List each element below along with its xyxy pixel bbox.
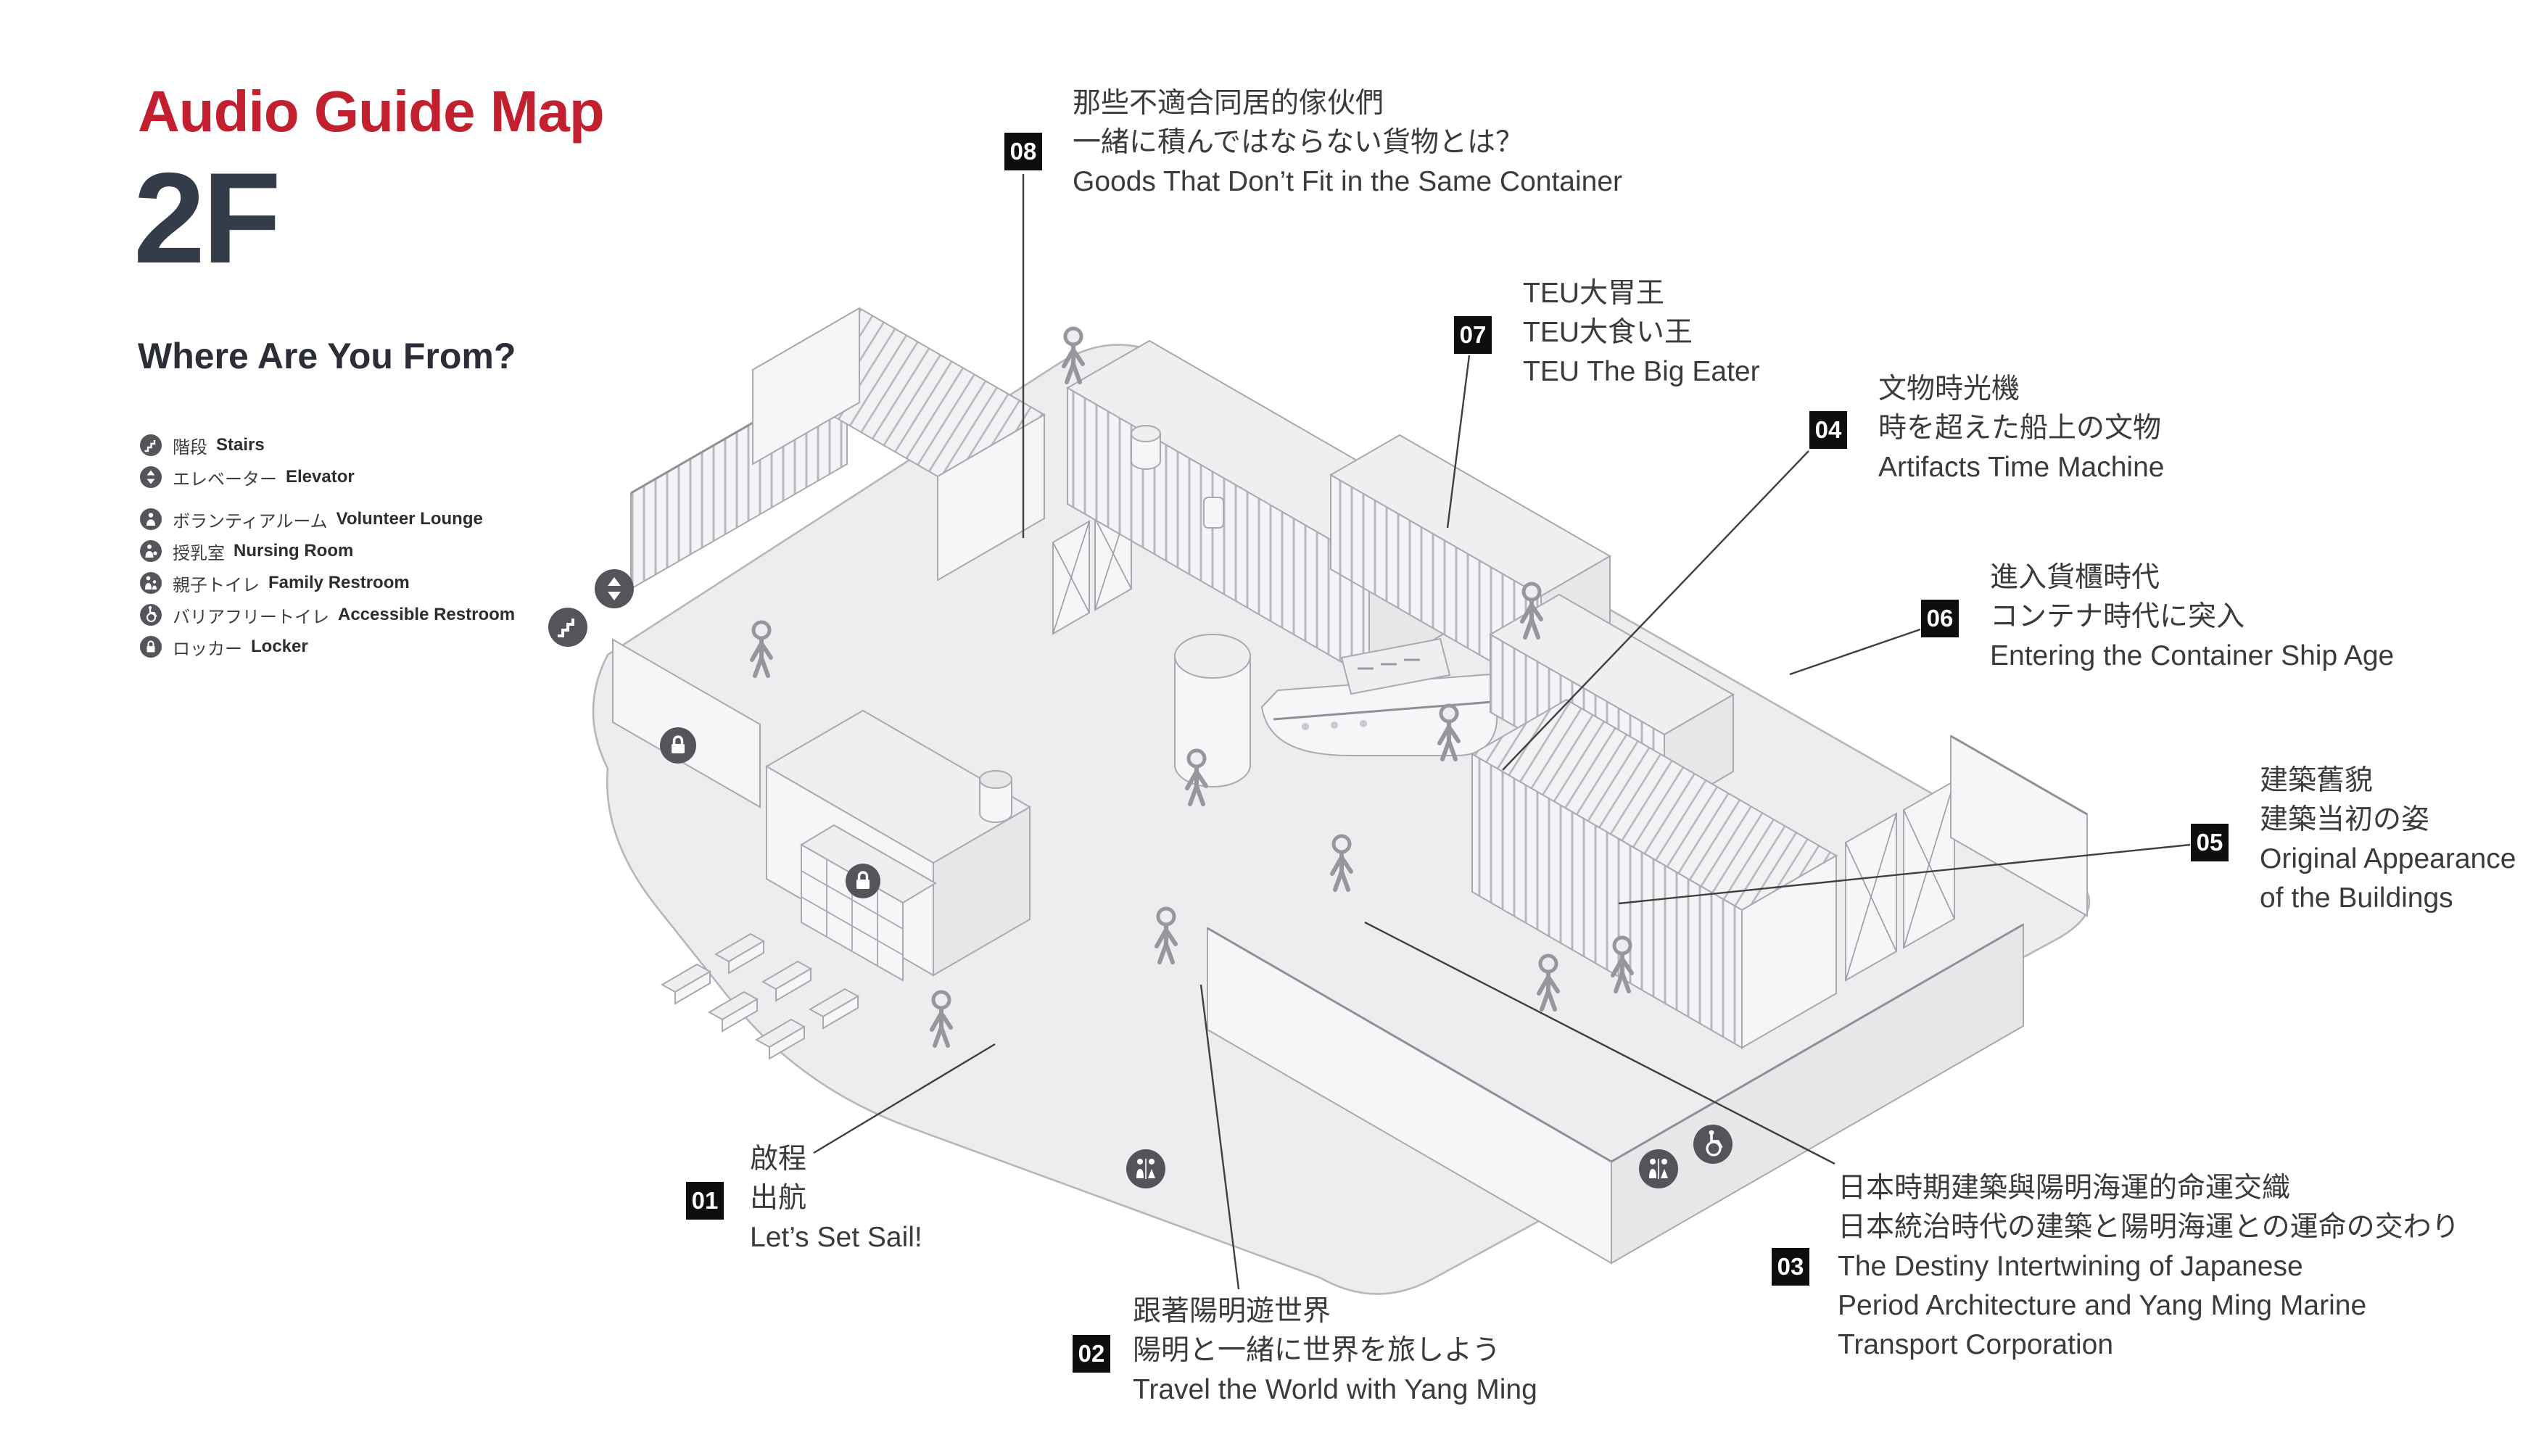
page-title: Audio Guide Map [138,79,605,144]
legend-label-en: Accessible Restroom [338,605,516,624]
legend-label-ja: 階段 [173,437,207,458]
annotation-line-zh: 日本時期建築與陽明海運的命運交織 [1838,1172,2291,1204]
audio-point-badge-01: 01 [686,1182,724,1220]
roof-structure [751,307,1132,635]
annotation-05: 建築舊貌 建築当初の姿 Original Appearance of the B… [2260,761,2516,918]
audio-point-badge-06: 06 [1921,600,1959,637]
locker-area-map-icon [660,727,696,764]
annotation-line-zh: 那些不適合同居的傢伙們 [1073,88,1384,119]
boat [1260,637,1498,756]
annotation-07: TEU大胃王 TEU大食い王 TEU The Big Eater [1523,274,1760,392]
legend-item-volunteer-lounge: ボランティアルーム Volunteer Lounge [139,503,515,535]
annotation-06: 進入貨櫃時代 コンテナ時代に突入 Entering the Container … [1990,558,2394,676]
elevator-icon [140,466,162,488]
audio-point-badge-07: 07 [1454,316,1492,354]
annotation-line-en: Transport Corporation [1838,1329,2114,1360]
annotation-line-ja: コンテナ時代に突入 [1990,601,2245,632]
legend-item-stairs: 階段 Stairs [139,429,515,461]
legend-label-ja: ボランティアルーム [173,511,328,531]
restroom-map-icon [1126,1149,1165,1188]
legend-item-locker: ロッカー Locker [139,631,515,663]
audio-point-badge-02: 02 [1073,1335,1110,1373]
legend-item-family-restroom: 親子トイレ Family Restroom [139,567,515,599]
wall-bottom-right [1207,923,2024,1265]
wall-right [1950,735,2088,917]
container-block-ribbed [1471,698,1955,1049]
restroom-map-icon-2 [1639,1149,1678,1188]
annotation-line-en: Artifacts Time Machine [1878,452,2165,483]
volunteer-lounge-icon [140,508,162,530]
annotation-01: 啟程 出航 Let’s Set Sail! [750,1140,922,1257]
annotation-line-zh: TEU大胃王 [1523,278,1665,309]
legend-item-accessible-restroom: バリアフリートイレ Accessible Restroom [139,599,515,631]
leader-lines [813,174,2191,1290]
annotation-line-ja: 建築当初の姿 [2260,804,2430,835]
bin [979,770,1012,823]
annotation-line-zh: 啟程 [750,1143,807,1175]
legend-label-en: Stairs [216,435,265,455]
annotation-08: 那些不適合同居的傢伙們 一緒に積んではならない貨物とは？ Goods That … [1073,84,1622,202]
audio-point-badge-04: 04 [1809,411,1847,449]
legend-label-en: Nursing Room [234,541,354,561]
audio-point-badge-03: 03 [1772,1248,1809,1286]
annotation-line-ja: TEU大食い王 [1523,317,1693,348]
family-restroom-icon [140,572,162,594]
annotation-line-zh: 跟著陽明遊世界 [1133,1296,1331,1327]
legend-item-nursing-room: 授乳室 Nursing Room [139,535,515,567]
locker-icon [140,636,162,658]
annotation-03: 日本時期建築與陽明海運的命運交織 日本統治時代の建築と陽明海運との運命の交わり … [1838,1169,2460,1365]
locker-unit [800,824,937,982]
legend-label-en: Volunteer Lounge [336,509,483,529]
stairs-icon [140,434,162,456]
container-doors-open [1845,779,1955,982]
legend-item-elevator: エレベーター Elevator [139,461,515,493]
audio-point-badge-05: 05 [2191,824,2229,861]
facilities-legend: 階段 Stairs エレベーター Elevator ボランティアルーム Volu… [139,429,515,663]
annotation-line-en: Goods That Don’t Fit in the Same Contain… [1073,166,1623,197]
audio-point-badge-08: 08 [1004,133,1042,170]
wheelchair-map-icon [1693,1125,1733,1164]
annotation-line-en: The Destiny Intertwining of Japanese [1838,1251,2303,1282]
elevator-map-icon [595,569,634,608]
annotation-line-ja: 時を超えた船上の文物 [1878,413,2162,444]
annotation-line-en: Travel the World with Yang Ming [1133,1374,1537,1405]
annotation-line-en: Let’s Set Sail! [750,1222,922,1253]
legend-label-ja: ロッカー [173,639,242,659]
annotation-line-zh: 文物時光機 [1878,373,2020,405]
column [1131,425,1161,470]
annotation-line-en: TEU The Big Eater [1523,356,1760,387]
legend-label-ja: エレベーター [173,469,277,489]
annotation-line-ja: 陽明と一緒に世界を旅しよう [1133,1335,1501,1366]
window [1203,497,1224,529]
annotation-line-en: Period Architecture and Yang Ming Marine [1838,1290,2367,1321]
accessible-restroom-icon [140,604,162,626]
annotation-line-ja: 一緒に積んではならない貨物とは？ [1073,127,1524,158]
annotation-line-en: Original Appearance [2260,843,2516,874]
legend-label-ja: バリアフリートイレ [173,607,329,627]
annotation-line-en: of the Buildings [2260,882,2453,914]
curved-partition [1174,634,1251,787]
annotation-02: 跟著陽明遊世界 陽明と一緒に世界を旅しよう Travel the World w… [1133,1292,1537,1410]
annotation-04: 文物時光機 時を超えた船上の文物 Artifacts Time Machine [1878,370,2164,487]
locker-map-icon [846,864,880,898]
annotation-line-zh: 進入貨櫃時代 [1990,562,2160,593]
legend-label-en: Locker [251,637,308,656]
stairs-map-icon [548,608,587,647]
floor-theme-subtitle: Where Are You From? [138,336,516,376]
legend-label-en: Family Restroom [268,573,410,592]
annotation-line-en: Entering the Container Ship Age [1990,640,2395,671]
floor-plate [592,344,2091,1295]
annotation-line-ja: 出航 [750,1183,807,1214]
annotation-line-zh: 建築舊貌 [2260,765,2374,796]
wall-upper-left [612,638,761,808]
nursing-room-icon [140,540,162,562]
floor-label: 2F [133,146,281,290]
legend-label-ja: 授乳室 [173,543,225,563]
legend-label-ja: 親子トイレ [173,575,260,595]
annotation-line-ja: 日本統治時代の建築と陽明海運との運命の交わり [1838,1212,2460,1243]
legend-label-en: Elevator [286,467,355,487]
